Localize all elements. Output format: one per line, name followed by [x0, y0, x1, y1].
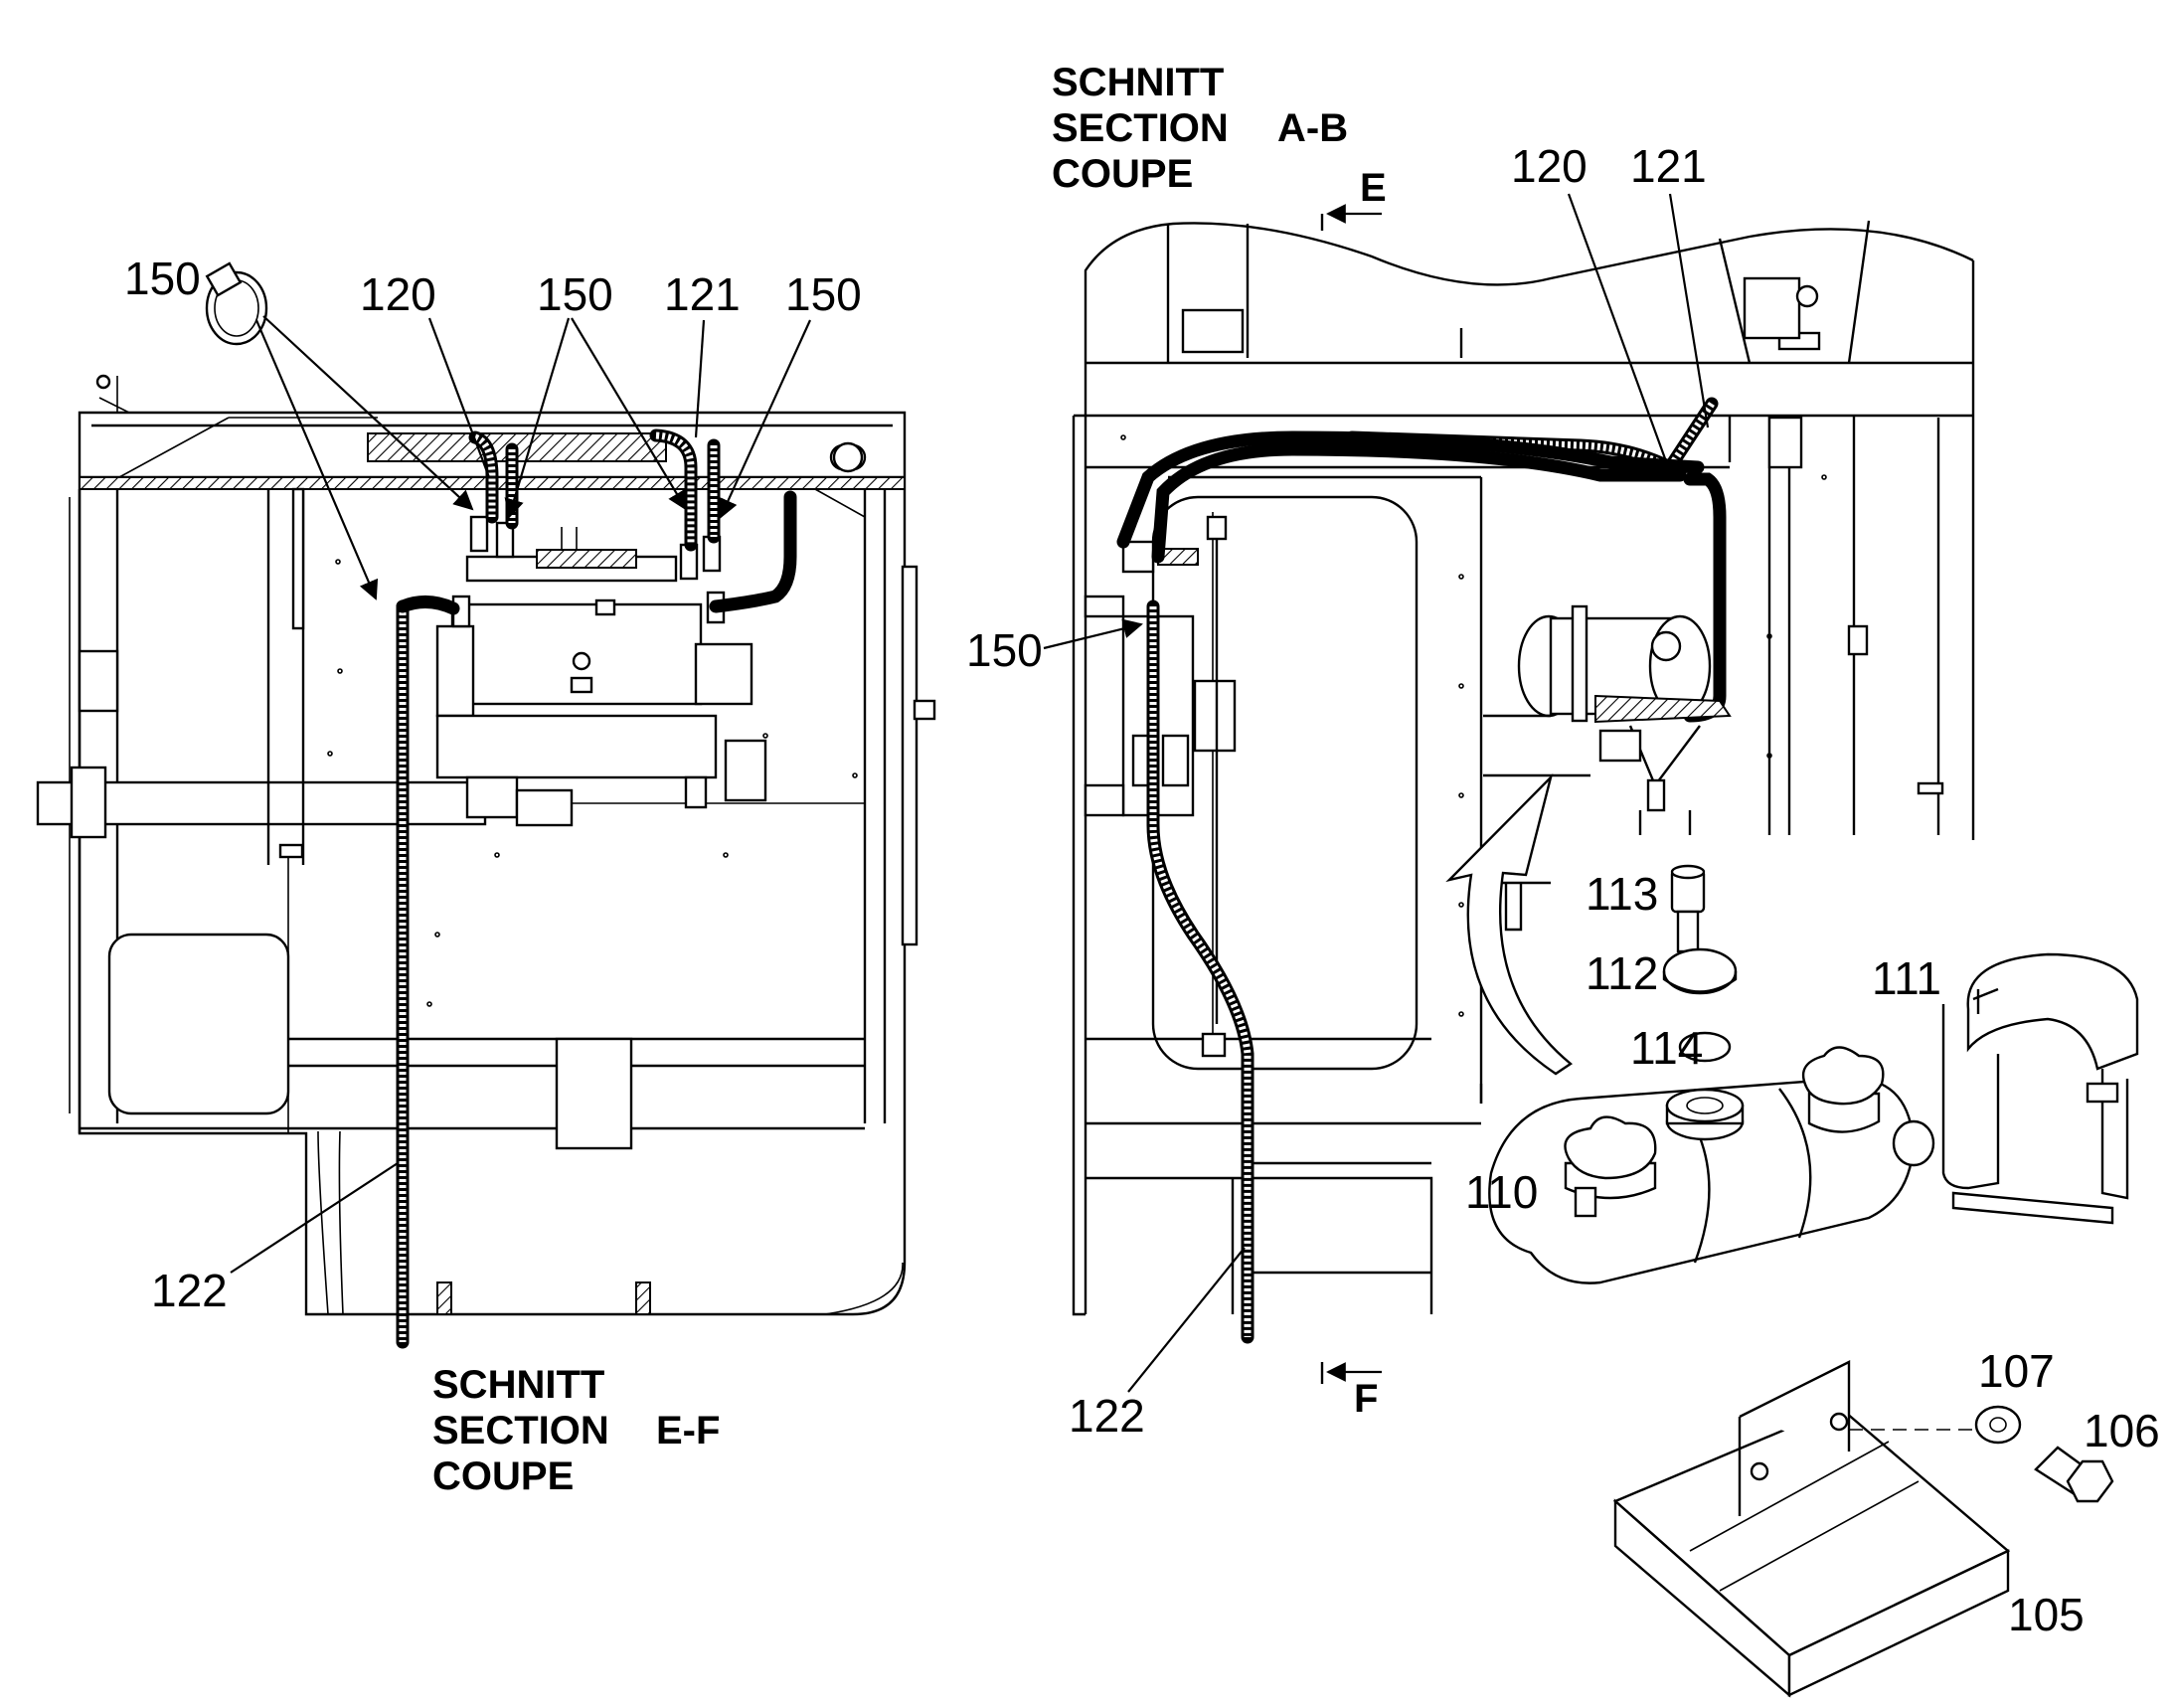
section-ab-id: A-B — [1277, 106, 1348, 150]
section-ef-id: E-F — [656, 1409, 720, 1452]
tank-110 — [1488, 1046, 1935, 1284]
marker-e: E — [1360, 166, 1387, 210]
callout-120-right: 120 — [1511, 140, 1588, 192]
callout-150-pair: 150 — [537, 268, 613, 320]
marker-f: F — [1354, 1377, 1378, 1421]
exploded-parts: 113 112 114 110 111 107 106 105 — [1465, 864, 2160, 1698]
callout-121-right: 121 — [1630, 140, 1707, 192]
section-ef-line2: SECTION — [432, 1409, 609, 1452]
section-ab-line2: SECTION — [1052, 106, 1229, 150]
callout-105: 105 — [2008, 1589, 2085, 1640]
strap-111 — [1941, 952, 2139, 1225]
callout-112: 112 — [1586, 947, 1658, 999]
section-ef-view: SCHNITT SECTION COUPE E-F 150 120 150 12… — [36, 253, 936, 1498]
section-ab-line1: SCHNITT — [1052, 61, 1224, 104]
section-ef-line1: SCHNITT — [432, 1363, 604, 1407]
callout-150-right: 150 — [785, 268, 862, 320]
callout-110: 110 — [1465, 1166, 1538, 1218]
callout-122-left: 122 — [151, 1265, 228, 1316]
callout-150-clamp: 150 — [124, 253, 201, 304]
section-ab-line3: COUPE — [1052, 152, 1193, 196]
callout-150-right-view: 150 — [966, 624, 1043, 676]
callout-120-left: 120 — [360, 268, 436, 320]
callout-114: 114 — [1630, 1022, 1703, 1074]
section-ab-view: SCHNITT SECTION COUPE A-B E F — [966, 61, 1975, 1442]
washer-107 — [1974, 1405, 2022, 1445]
callout-107: 107 — [1978, 1345, 2055, 1397]
o-ring-114 — [1678, 1031, 1732, 1063]
bracket-105 — [1612, 1360, 2011, 1698]
callout-113: 113 — [1586, 868, 1658, 920]
callout-106: 106 — [2084, 1405, 2160, 1456]
callout-122-right: 122 — [1069, 1390, 1145, 1442]
section-ef-line3: COUPE — [432, 1454, 574, 1498]
callout-121-left: 121 — [664, 268, 741, 320]
bolt-106 — [2034, 1446, 2114, 1503]
callout-111: 111 — [1872, 952, 1941, 1004]
